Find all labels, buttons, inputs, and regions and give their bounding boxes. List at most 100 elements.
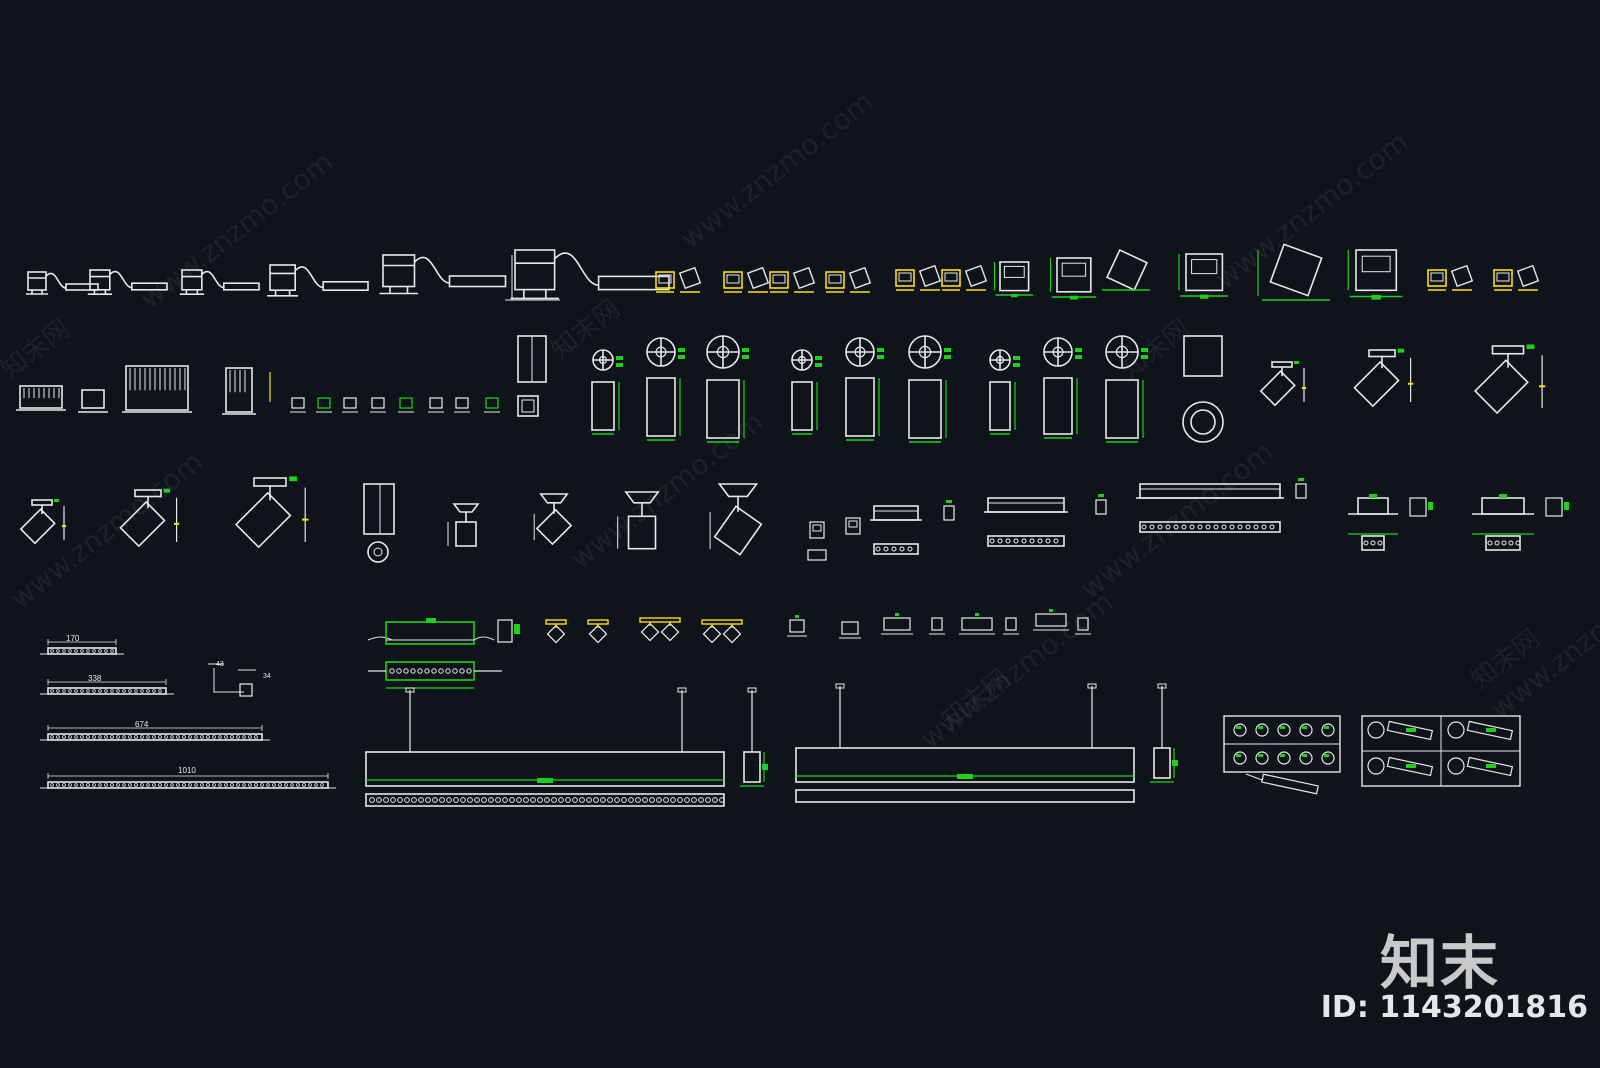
dimension-marker (537, 778, 553, 783)
cad-circle (1367, 721, 1385, 739)
cad-circle (290, 783, 294, 787)
cad-circle (68, 735, 72, 739)
cad-circle (62, 735, 66, 739)
cad-rect (269, 264, 297, 292)
downlight-with-driver (26, 271, 99, 295)
cad-circle (62, 689, 66, 693)
cad-circle (1447, 757, 1465, 775)
cad-circle (248, 783, 252, 787)
dimension-marker (1371, 294, 1381, 300)
cad-circle (439, 797, 445, 803)
cad-rect (918, 264, 942, 288)
dimension-marker (1280, 754, 1285, 757)
track-spotlight (19, 499, 66, 545)
cad-circle (797, 355, 807, 365)
dimension-marker (289, 476, 298, 482)
cad-circle (481, 797, 487, 803)
multi-head-grille-light (122, 365, 192, 413)
cad-circle (86, 689, 90, 693)
cad-circle (92, 783, 96, 787)
dimension-marker (1098, 494, 1104, 497)
cad-rect (371, 397, 385, 409)
cad-rect (535, 508, 573, 546)
cad-rect (1473, 359, 1529, 415)
cad-circle (1182, 401, 1224, 443)
cad-circle (158, 735, 162, 739)
cad-circle (104, 783, 108, 787)
watermark-text: www.znzmo.com (4, 445, 209, 616)
cad-rect (961, 617, 993, 631)
multi-head-track-spotlight (545, 619, 567, 644)
multi-head-grille-light (16, 385, 66, 411)
dimension-marker (678, 355, 685, 359)
linear-wallwasher-dimensioned (1472, 494, 1569, 551)
cad-circle (705, 797, 711, 803)
mini-fixture (839, 621, 861, 639)
watermark-text: www.znzmo.com (674, 85, 879, 256)
cad-rect (646, 377, 676, 437)
cad-circle (182, 735, 186, 739)
mini-recessed-light (845, 517, 861, 535)
cad-circle (1053, 538, 1059, 544)
cad-circle (438, 668, 444, 674)
cad-rect (1261, 773, 1319, 795)
downlight-with-driver (267, 264, 369, 297)
cad-circle (883, 546, 889, 552)
cad-circle (236, 783, 240, 787)
cad-circle (92, 649, 96, 653)
cad-rect (640, 622, 660, 642)
downlight-with-driver (510, 249, 670, 300)
cad-circle (50, 689, 54, 693)
cad-circle (474, 797, 480, 803)
cad-rect (795, 789, 1135, 803)
mini-spotlight (342, 397, 358, 413)
adjustable-downlight-dimensioned (993, 261, 1033, 298)
cad-circle (1515, 540, 1521, 546)
watermark-text: www.znzmo.com (1209, 125, 1414, 296)
cad-circle (284, 783, 288, 787)
cad-circle (390, 797, 396, 803)
cad-rect (587, 619, 609, 625)
dimension-marker (975, 613, 979, 616)
cad-circle (1277, 751, 1291, 765)
cad-circle (1205, 524, 1211, 530)
cad-rect (873, 543, 919, 555)
cad-circle (134, 783, 138, 787)
cad-rect (908, 379, 942, 439)
cad-rect (455, 397, 469, 409)
cad-circle (308, 783, 312, 787)
cad-rect (769, 271, 789, 289)
cad-rect (964, 264, 988, 288)
cad-rect (791, 381, 813, 431)
cad-circle (164, 783, 168, 787)
cad-circle (86, 735, 90, 739)
cad-rect (792, 266, 816, 290)
cad-circle (140, 735, 144, 739)
dimension-marker (1236, 754, 1241, 757)
cad-circle (80, 735, 84, 739)
cad-circle (523, 797, 529, 803)
dimension-marker (742, 355, 749, 359)
cad-circle (152, 689, 156, 693)
track-spotlight (234, 476, 309, 549)
cad-circle (1013, 538, 1019, 544)
cad-circle (1299, 751, 1313, 765)
adjustable-downlight-tilted (848, 266, 872, 293)
cad-circle (242, 735, 246, 739)
cad-circle (80, 689, 84, 693)
linear-strip-light (40, 679, 174, 695)
cad-circle (116, 783, 120, 787)
cad-circle (1253, 524, 1259, 530)
cad-rect (627, 515, 657, 550)
cad-circle (502, 797, 508, 803)
cad-rect (119, 500, 166, 548)
dimension-label-43: 43 (216, 661, 224, 668)
cad-circle (614, 797, 620, 803)
cad-circle (68, 649, 72, 653)
cad-circle (206, 783, 210, 787)
adjustable-downlight (723, 271, 743, 293)
dimension-marker (1011, 293, 1018, 298)
adjustable-downlight-tilted (1516, 264, 1540, 291)
mini-fixture (1033, 609, 1069, 631)
